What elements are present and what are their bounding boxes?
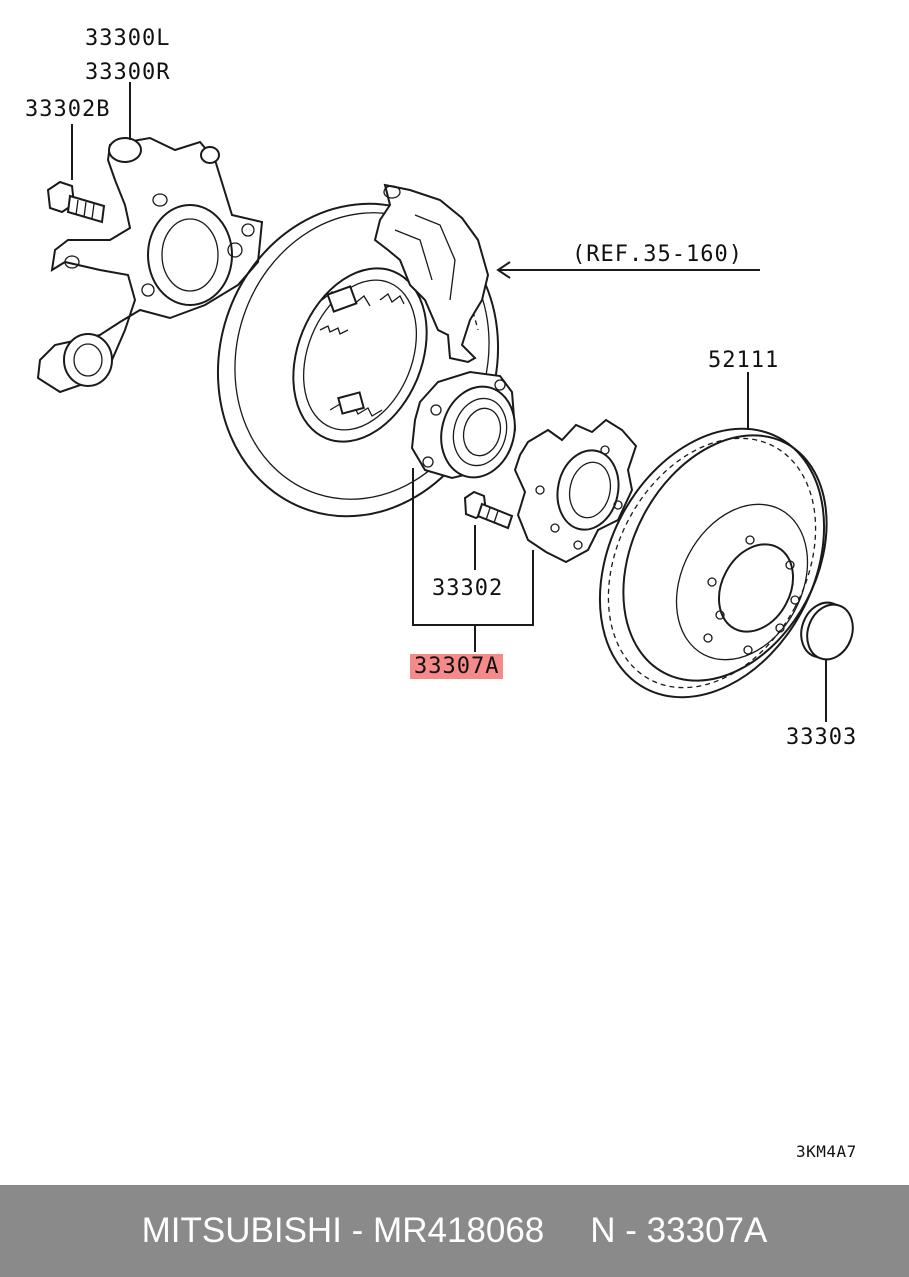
footer-ref-number: 33307A (646, 1211, 768, 1250)
knuckle-bolt-drawing (46, 180, 106, 224)
footer-part-number: MR418068 (373, 1211, 545, 1250)
diagram-code: 3KM4A7 (796, 1142, 857, 1161)
parking-brake-shoe-drawing (292, 267, 428, 443)
label-knuckle-left: 33300L (85, 26, 171, 51)
knuckle-drawing (36, 136, 264, 394)
hub-bearing-drawing (410, 370, 517, 480)
label-cap: 33303 (786, 725, 858, 750)
label-knuckle-right: 33300R (85, 60, 171, 85)
footer-ref-prefix: N - (590, 1211, 647, 1250)
label-reference: (REF.35-160) (572, 242, 743, 267)
label-knuckle-bolt: 33302B (25, 97, 111, 122)
label-hub-bolt: 33302 (432, 576, 504, 601)
hub-flange-drawing (513, 418, 638, 564)
parts-diagram: 33300L 33300R 33302B (REF.35-160) 52111 … (25, 26, 858, 1161)
caliper-drawing (373, 183, 490, 364)
label-hub-assembly-highlighted[interactable]: 33307A (410, 654, 504, 679)
hub-cap-drawing (800, 601, 854, 661)
exploded-view-drawing (36, 82, 854, 722)
assembly-bracket (412, 468, 534, 626)
footer-brand: MITSUBISHI (141, 1211, 342, 1250)
label-brake-disc: 52111 (708, 348, 780, 373)
brake-disc-drawing (598, 427, 828, 699)
footer-separator: - (341, 1211, 374, 1250)
hub-bolt-drawing (463, 490, 514, 530)
reference-arrowhead (496, 261, 511, 279)
footer-bar: MITSUBISHI - MR418068 N - 33307A (0, 1185, 909, 1277)
